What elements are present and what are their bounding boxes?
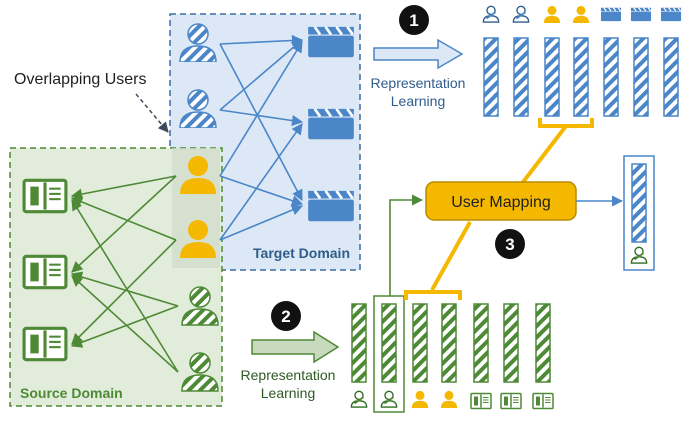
user-blue-icon bbox=[512, 5, 530, 23]
rep-learning-bottom-line1: Representation bbox=[241, 367, 336, 383]
book-icon bbox=[470, 392, 492, 410]
embedding-vector bbox=[633, 37, 649, 117]
mapping-line-bottom bbox=[430, 221, 472, 291]
selected-source-vector-frame bbox=[373, 295, 405, 413]
embedding-vector bbox=[351, 303, 367, 383]
embedding-vector bbox=[503, 303, 519, 383]
top-row-icons bbox=[482, 5, 682, 23]
clapper-icon bbox=[600, 7, 622, 22]
bottom-row-vectors bbox=[351, 303, 551, 383]
user-mapping-label: User Mapping bbox=[451, 194, 551, 211]
user-green-icon bbox=[350, 390, 368, 408]
embedding-vector bbox=[483, 37, 499, 117]
clapper-icon bbox=[306, 189, 356, 223]
overlapping-users-arrow bbox=[135, 93, 169, 133]
embedding-vector bbox=[513, 37, 529, 117]
book-icon bbox=[532, 392, 554, 410]
embedding-vector bbox=[535, 303, 551, 383]
top-overlap-bracket bbox=[538, 118, 594, 128]
book-icon bbox=[22, 326, 68, 362]
step-3-badge bbox=[495, 229, 525, 259]
mapping-line-top bbox=[518, 124, 568, 188]
clapper-icon bbox=[660, 7, 682, 22]
clapper-icon bbox=[306, 107, 356, 141]
user-orange-icon bbox=[411, 390, 429, 408]
rep-learning-arrow-top bbox=[373, 38, 464, 70]
rep-learning-top-line2: Learning bbox=[391, 93, 446, 109]
step-2-number: 2 bbox=[281, 307, 290, 326]
rep-learning-bottom-line2: Learning bbox=[261, 385, 316, 401]
book-icon bbox=[500, 392, 522, 410]
clapper-icon bbox=[630, 7, 652, 22]
embedding-vector bbox=[441, 303, 457, 383]
mapped-vector bbox=[631, 163, 647, 243]
rep-learning-arrow-bottom bbox=[251, 330, 340, 364]
source-domain-label: Source Domain bbox=[20, 385, 123, 401]
embedding-vector bbox=[663, 37, 679, 117]
clapper-icon bbox=[306, 25, 356, 59]
book-icon bbox=[22, 178, 68, 214]
embedding-vector bbox=[603, 37, 619, 117]
step-2-badge bbox=[271, 301, 301, 331]
user-orange-icon bbox=[543, 5, 561, 23]
source-to-mapping-arrow bbox=[389, 194, 424, 296]
bottom-row-icons bbox=[350, 390, 554, 410]
target-edges bbox=[219, 34, 304, 241]
embedding-vector bbox=[473, 303, 489, 383]
user-blue-icon bbox=[482, 5, 500, 23]
embedding-vector bbox=[381, 303, 397, 383]
user-green-icon bbox=[380, 390, 398, 408]
step-3-number: 3 bbox=[505, 235, 514, 254]
embedding-vector bbox=[412, 303, 428, 383]
embedding-vector bbox=[573, 37, 589, 117]
top-row-vectors bbox=[483, 37, 679, 117]
target-domain-label: Target Domain bbox=[253, 245, 350, 261]
source-edges bbox=[70, 175, 179, 373]
user-orange-icon bbox=[440, 390, 458, 408]
book-icon bbox=[22, 254, 68, 290]
overlapping-users-label: Overlapping Users bbox=[14, 71, 147, 88]
user-orange-icon bbox=[572, 5, 590, 23]
step-1-number: 1 bbox=[409, 11, 418, 30]
step-1-badge bbox=[399, 5, 429, 35]
rep-learning-top-line1: Representation bbox=[371, 75, 466, 91]
bottom-overlap-bracket bbox=[404, 290, 462, 300]
embedding-vector bbox=[544, 37, 560, 117]
